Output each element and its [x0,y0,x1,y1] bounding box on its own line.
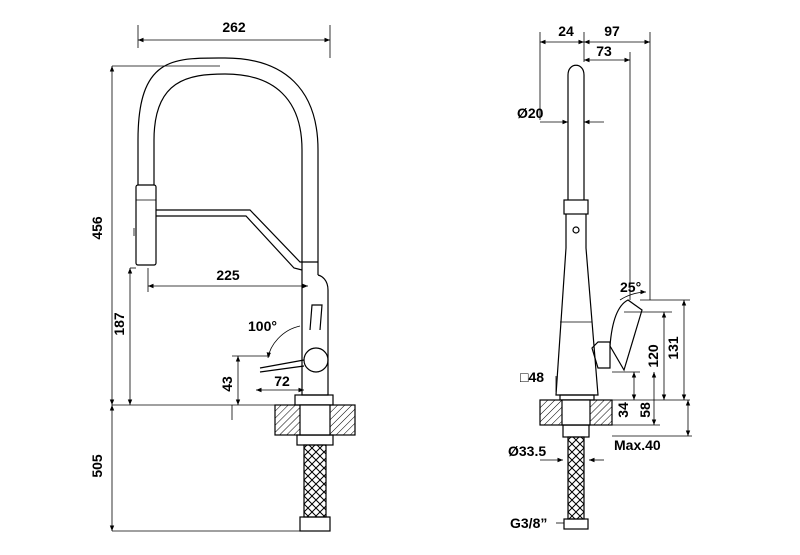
dim-text-g38: G3/8” [510,515,547,531]
dim-text-225: 225 [216,267,240,283]
dim-text-97: 97 [604,23,620,39]
dim-text-505: 505 [89,454,105,478]
faucet-front-outline [133,57,334,406]
dim-height-456: 456 [89,65,275,406]
dim-square-48: □48 [520,369,557,392]
dim-text-72: 72 [274,373,290,389]
dim-width-262: 262 [137,19,331,58]
dim-text-d33-5: Ø33.5 [508,443,546,459]
dim-length-72: 72 [256,373,304,393]
spray-head [135,184,157,266]
dim-thread-g38: G3/8” [510,515,564,531]
dim-text-24: 24 [558,23,574,39]
dim-max-40: Max.40 [612,400,692,453]
dim-length-505: 505 [89,405,300,532]
front-view: 262 456 187 225 100° [89,19,356,532]
braided-hose-side [567,436,585,520]
dim-angle-100: 100° [248,318,301,359]
dim-text-100: 100° [248,318,277,334]
dim-text-d20: Ø20 [517,105,544,121]
dim-top-73: 73 [584,43,631,300]
dim-height-120-131: 120 131 [600,299,690,401]
dim-diameter-20: Ø20 [517,105,604,125]
dim-reach-225: 225 [147,267,308,292]
dim-text-73: 73 [596,43,612,59]
dim-height-34-58: 34 58 [612,371,660,426]
dim-text-34: 34 [615,402,631,418]
dim-diameter-33-5: Ø33.5 [508,443,604,463]
dim-height-43: 43 [219,355,270,420]
dim-text-120: 120 [645,344,661,368]
dim-text-58: 58 [637,402,653,418]
dim-text-262: 262 [222,19,246,35]
side-view: 24 97 73 Ø20 25° □48 [508,23,692,531]
dim-text-187: 187 [111,312,127,336]
dim-text-sq48: □48 [520,369,544,385]
dim-top-24-97: 24 97 [539,23,651,300]
dim-text-43: 43 [219,376,235,392]
braided-hose [303,444,327,518]
dim-text-25: 25° [620,279,641,295]
dim-text-max40: Max.40 [614,437,661,453]
dim-height-187: 187 [111,267,136,405]
dim-angle-25: 25° [619,279,647,301]
faucet-side-outline [555,64,643,401]
dim-text-456: 456 [89,216,105,240]
dim-text-131: 131 [665,336,681,360]
